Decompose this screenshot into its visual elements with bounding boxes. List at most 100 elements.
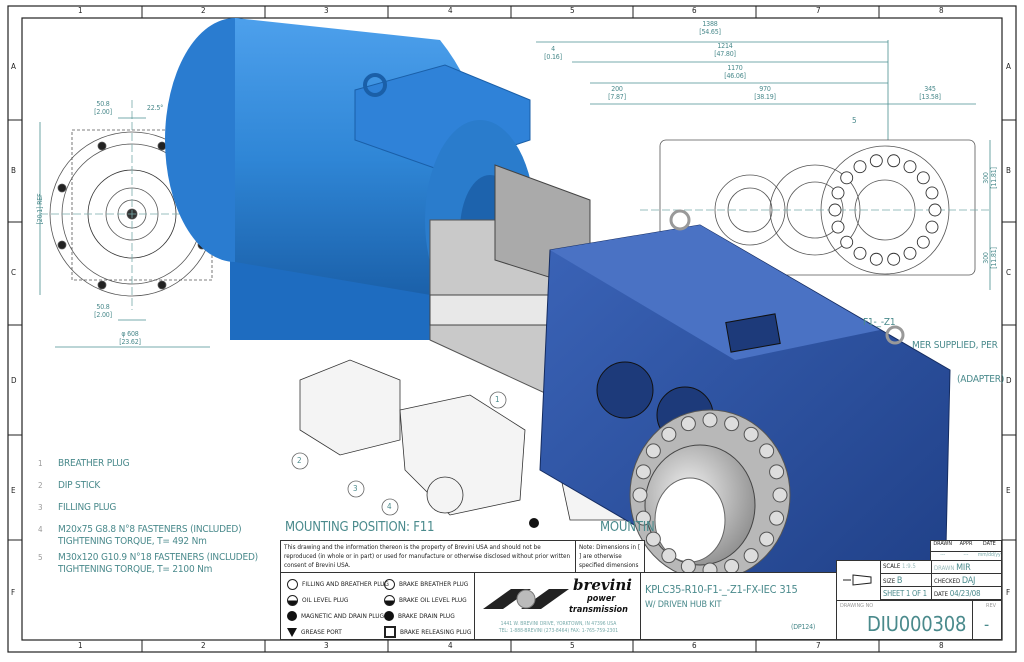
plug-legend-text: BRAKE OIL LEVEL PLUG [399,596,467,604]
row-label: C [11,268,17,277]
bolt-hole [916,171,930,185]
hub-bolt [743,426,759,442]
dimension-mm: 970 [759,85,771,93]
diamond-callout-icon: 4 [38,525,43,534]
checked-label: CHECKED [934,578,961,585]
checked-by: DAJ [961,576,976,586]
column-label: 2 [201,641,206,650]
row-label: F [1006,588,1011,597]
size-value: B [896,576,903,586]
scale-label: SCALE [883,563,901,570]
bolt-hole [928,203,942,217]
hub-bolt [632,487,648,503]
dimension-in: [46.06] [724,72,746,80]
note-text: F1-_-Z1 [863,317,896,328]
hub-bolt [661,426,677,442]
plug-legend-item: FILLING AND BREATHER PLUG [287,576,389,592]
legend-text: M30x120 G10.9 N°18 FASTENERS (INCLUDED) [58,552,258,563]
appr-value: --- [963,552,969,558]
hub-bolt [645,531,661,547]
row-label: F [11,588,16,597]
dimension-in: [54.65] [699,28,721,36]
motor-render [165,18,535,340]
plug-legend-text: GREASE PORT [301,628,342,636]
driven-hub-render [629,409,791,581]
filled-circle-icon [287,611,297,621]
plug-legend-text: BRAKE RELEASING PLUG [400,628,472,636]
bolt-hole [828,203,842,217]
dimension-in: [2.00] [94,311,112,319]
plug-legend-text: BRAKE BREATHER PLUG [399,580,469,588]
bolt-hole [869,154,883,168]
callout-number: 3 [353,484,358,493]
bolt-hole [925,220,939,234]
row-label: B [1006,166,1011,175]
header-date: DATE [982,541,996,547]
dimension-mm: 50.8 [96,303,110,311]
drawn-label: DRAWN [934,565,955,572]
bolt-circle [828,154,942,266]
bolt-hole [903,246,917,260]
column-label: 3 [324,641,329,650]
filled-circle-icon [384,611,394,621]
hub-bolt [769,464,785,480]
plug-legend-item: BRAKE RELEASING PLUG [384,624,471,640]
dimension-mm: 1170 [727,64,743,72]
legend-text: TIGHTENING TORQUE, T= 492 Nm [58,536,207,547]
third-angle-projection-icon [843,574,872,586]
small-motor [299,359,401,456]
triangle-down-icon [287,627,297,637]
row-label: E [11,486,16,495]
column-label: 1 [78,641,83,650]
hub-bolt [724,416,740,432]
callout-number: 5 [852,116,857,125]
half-circle-icon [384,594,395,606]
part-subtitle: W/ DRIVEN HUB KIT [645,600,722,610]
plug-legend-text: OIL LEVEL PLUG [302,596,349,604]
callout-number: 4 [387,502,392,511]
bolt-hole [840,235,854,249]
date-label: DATE [934,591,948,598]
legend-text: BREATHER PLUG [58,458,130,469]
drawn-cell: DRAWN MIR [931,560,1002,574]
bolt-hole [853,160,867,174]
callout-circle [381,498,399,516]
plug-legend-text: FILLING AND BREATHER PLUG [302,580,389,588]
callout-circle [347,480,365,498]
bolt-hole [840,171,854,185]
drawn-value: --- [940,552,946,558]
callout-circle [291,452,309,470]
date-value: mm/dd/yy [977,552,1001,558]
row-label: E [1006,486,1011,495]
row-label: C [1006,268,1012,277]
company-name: brevini [573,576,632,594]
plug-legend-item: OIL LEVEL PLUG [287,592,389,608]
diamond-callout-icon: 1 [38,459,43,468]
size-label: SIZE [883,578,896,585]
dimension-lines [39,40,991,348]
square-icon [384,626,396,638]
plug-legend: FILLING AND BREATHER PLUG OIL LEVEL PLUG… [280,572,475,640]
drawing-number-cell: DRAWING NO DIU000308 [836,600,973,640]
column-label: 7 [816,641,821,650]
company-name: power [587,594,616,604]
column-label: 1 [78,6,83,15]
hub-bolt [772,487,788,503]
mounting-position-title: MOUNTIN [600,520,655,535]
date-value: 04/23/08 [949,589,981,598]
callout-number: 1 [495,395,500,404]
column-label: 5 [570,6,575,15]
plug-legend-item: BRAKE OIL LEVEL PLUG [384,592,471,608]
property-note: This drawing and the information thereon… [280,540,576,573]
mounting-position-title: MOUNTING POSITION: F11 [285,520,435,535]
part-title: KPLC35-R10-F1-_-Z1-FX-IEC 315 [645,583,798,596]
row-label: B [11,166,16,175]
part-title-block: KPLC35-R10-F1-_-Z1-FX-IEC 315 W/ DRIVEN … [640,572,837,640]
note-text: (ADAPTER) [957,374,1005,385]
dimension-in: [13.58] [919,93,941,101]
plug-legend-text: MAGNETIC AND DRAIN PLUG [301,612,385,620]
bolt-hole [903,160,917,174]
